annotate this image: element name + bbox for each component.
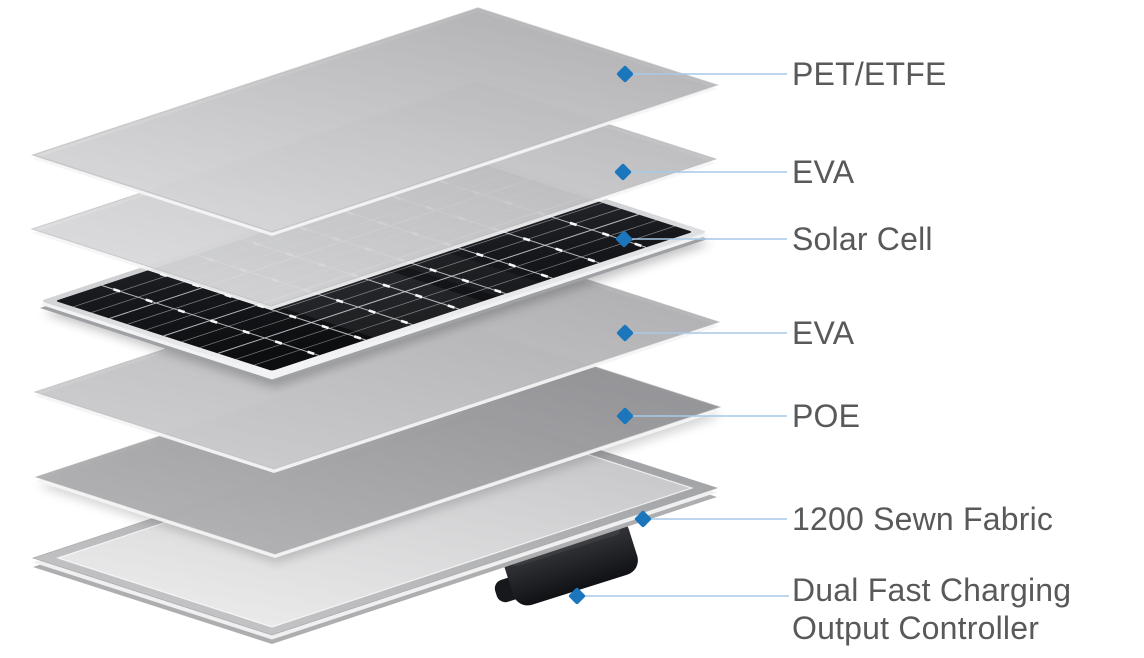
diamond-marker-eva-lower	[616, 324, 634, 342]
controller-body	[504, 518, 638, 606]
callout-label-eva-lower: EVA	[792, 315, 855, 351]
callout-label-eva-upper: EVA	[792, 154, 855, 190]
diamond-marker-pet-etfe	[616, 65, 634, 83]
layer-pet-etfe-sheet	[30, 7, 720, 236]
diamond-marker-eva-upper	[614, 163, 632, 181]
callout-label-fabric: 1200 Sewn Fabric	[792, 501, 1054, 537]
diamond-marker-poe	[616, 407, 634, 425]
callout-leader-lines	[585, 73, 789, 597]
callout-markers	[568, 65, 652, 605]
diamond-marker-solar-cell	[615, 230, 633, 248]
diamond-marker-controller	[568, 587, 586, 605]
callout-label-controller-line1: Dual Fast Charging	[792, 572, 1072, 608]
callout-label-poe: POE	[792, 398, 861, 434]
diamond-marker-fabric	[634, 510, 652, 528]
callout-label-solar-cell: Solar Cell	[792, 221, 933, 257]
callout-label-controller-line2: Output Controller	[792, 610, 1040, 646]
callout-label-pet-etfe: PET/ETFE	[792, 56, 947, 92]
callout-label-controller: Dual Fast Charging Output Controller	[792, 571, 1071, 647]
